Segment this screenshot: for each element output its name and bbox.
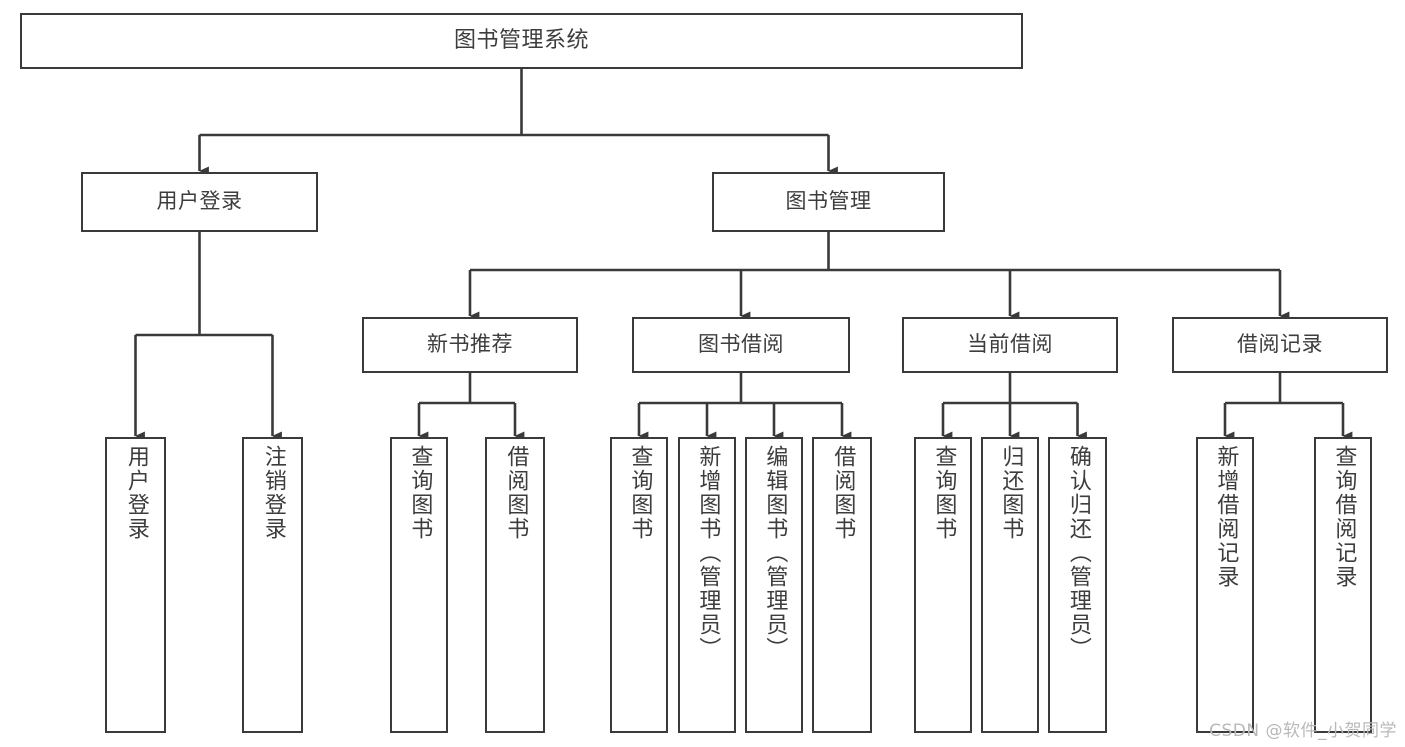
node-book-manage[interactable]: 图书管理 — [712, 172, 945, 232]
watermark-text: CSDN @软件_小贺同学 — [1209, 721, 1397, 741]
node-label: 查询图书 — [931, 445, 957, 541]
node-label: 确认归还（管理员） — [1065, 445, 1091, 661]
node-label: 图书管理 — [785, 189, 872, 214]
node-book-borrow[interactable]: 图书借阅 — [632, 317, 850, 373]
node-current-borrow[interactable]: 当前借阅 — [902, 317, 1118, 373]
node-leaf-user-login[interactable]: 用户登录 — [105, 437, 166, 733]
node-label: 用户登录 — [156, 189, 243, 214]
node-label: 借阅图书 — [830, 445, 856, 541]
node-label: 编辑图书（管理员） — [762, 445, 788, 661]
node-leaf-query-book-2[interactable]: 查询图书 — [610, 437, 668, 733]
node-leaf-borrow-book-1[interactable]: 借阅图书 — [485, 437, 545, 733]
node-label: 借阅图书 — [503, 445, 529, 541]
node-leaf-query-record[interactable]: 查询借阅记录 — [1314, 437, 1372, 733]
node-label: 查询图书 — [627, 445, 653, 541]
node-label: 用户登录 — [123, 445, 149, 541]
node-leaf-borrow-book-2[interactable]: 借阅图书 — [812, 437, 872, 733]
node-leaf-add-record[interactable]: 新增借阅记录 — [1196, 437, 1254, 733]
node-label: 新增借阅记录 — [1213, 445, 1239, 589]
node-new-book-rec[interactable]: 新书推荐 — [362, 317, 578, 373]
node-leaf-query-book-3[interactable]: 查询图书 — [914, 437, 972, 733]
node-label: 查询图书 — [407, 445, 433, 541]
node-label: 注销登录 — [260, 445, 286, 541]
node-label: 图书借阅 — [698, 332, 784, 357]
node-leaf-confirm-return[interactable]: 确认归还（管理员） — [1048, 437, 1107, 733]
node-leaf-add-book[interactable]: 新增图书（管理员） — [678, 437, 736, 733]
node-label: 新增图书（管理员） — [695, 445, 721, 661]
node-user-login[interactable]: 用户登录 — [81, 172, 318, 232]
node-label: 图书管理系统 — [453, 27, 589, 53]
node-borrow-record[interactable]: 借阅记录 — [1172, 317, 1388, 373]
node-leaf-edit-book[interactable]: 编辑图书（管理员） — [745, 437, 803, 733]
node-leaf-query-book-1[interactable]: 查询图书 — [390, 437, 448, 733]
node-label: 查询借阅记录 — [1331, 445, 1357, 589]
node-leaf-return-book[interactable]: 归还图书 — [981, 437, 1039, 733]
node-label: 当前借阅 — [967, 332, 1053, 357]
node-label: 归还图书 — [998, 445, 1024, 541]
node-leaf-logout[interactable]: 注销登录 — [242, 437, 303, 733]
node-root[interactable]: 图书管理系统 — [20, 13, 1023, 69]
node-label: 新书推荐 — [427, 332, 513, 357]
node-label: 借阅记录 — [1237, 332, 1323, 357]
